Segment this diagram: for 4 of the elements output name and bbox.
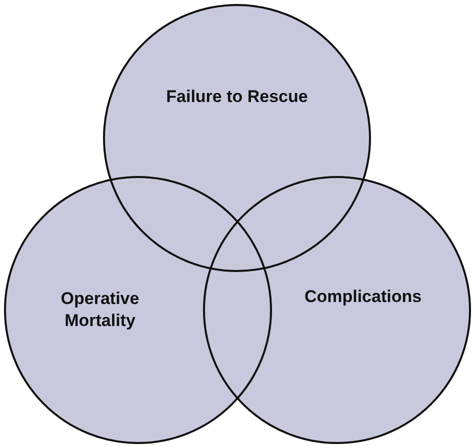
circle-label: Failure to Rescue <box>165 86 309 108</box>
circle-label: Operative Mortality <box>60 288 140 332</box>
circle-label: Complications <box>303 286 423 308</box>
venn-circle <box>203 176 471 444</box>
